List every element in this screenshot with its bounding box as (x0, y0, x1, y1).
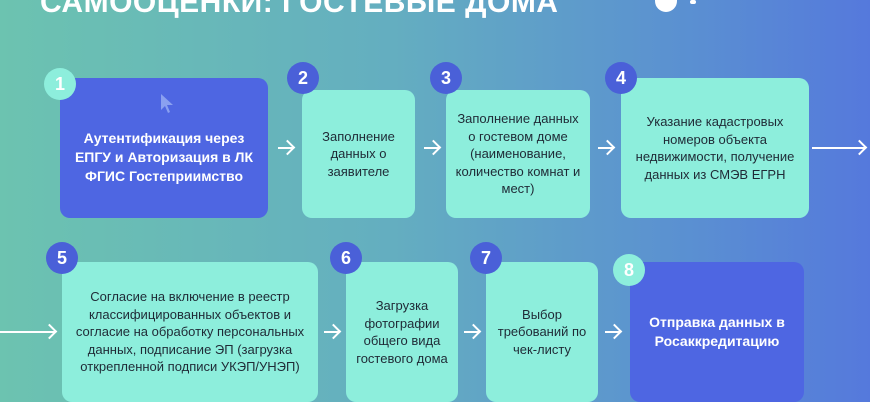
arrow-icon (0, 331, 56, 333)
step-1-badge: 1 (44, 68, 76, 100)
step-7-box: Выбор требований по чек-листу (486, 262, 598, 402)
page-title: САМООЦЕНКИ: ГОСТЕВЫЕ ДОМА (40, 0, 559, 19)
step-3-box: Заполнение данных о гостевом доме (наиме… (446, 90, 590, 218)
step-1-text: Аутентификация через ЕПГУ и Авторизация … (74, 129, 254, 184)
arrow-icon (598, 147, 614, 149)
arrow-icon (605, 331, 621, 333)
step-8-box: Отправка данных в Росаккредитацию (630, 262, 804, 402)
cursor-icon (161, 93, 173, 113)
step-6-box: Загрузка фотографии общего вида гостевог… (346, 262, 458, 402)
arrow-icon (324, 331, 340, 333)
logo-mark (690, 0, 696, 4)
arrow-icon (278, 147, 294, 149)
step-1-box: Аутентификация через ЕПГУ и Авторизация … (60, 78, 268, 218)
step-2-box: Заполнение данных о заявителе (302, 90, 415, 218)
step-6-text: Загрузка фотографии общего вида гостевог… (356, 298, 448, 366)
logo-icon (655, 0, 677, 12)
step-6-badge: 6 (330, 242, 362, 274)
step-4-text: Указание кадастровых номеров объекта нед… (635, 114, 795, 182)
step-3-text: Заполнение данных о гостевом доме (наиме… (455, 111, 581, 197)
step-4-badge: 4 (605, 62, 637, 94)
step-8-badge: 8 (613, 254, 645, 286)
step-5-text: Согласие на включение в реестр классифиц… (75, 289, 305, 375)
arrow-icon (812, 147, 866, 149)
step-8-text: Отправка данных в Росаккредитацию (649, 314, 785, 349)
arrow-icon (464, 331, 480, 333)
step-4-box: Указание кадастровых номеров объекта нед… (621, 78, 809, 218)
arrow-icon (424, 147, 440, 149)
step-3-badge: 3 (430, 62, 462, 94)
step-7-text: Выбор требований по чек-листу (497, 306, 587, 357)
step-2-text: Заполнение данных о заявителе (322, 128, 395, 179)
step-5-badge: 5 (46, 242, 78, 274)
step-2-badge: 2 (287, 62, 319, 94)
step-7-badge: 7 (470, 242, 502, 274)
step-5-box: Согласие на включение в реестр классифиц… (62, 262, 318, 402)
